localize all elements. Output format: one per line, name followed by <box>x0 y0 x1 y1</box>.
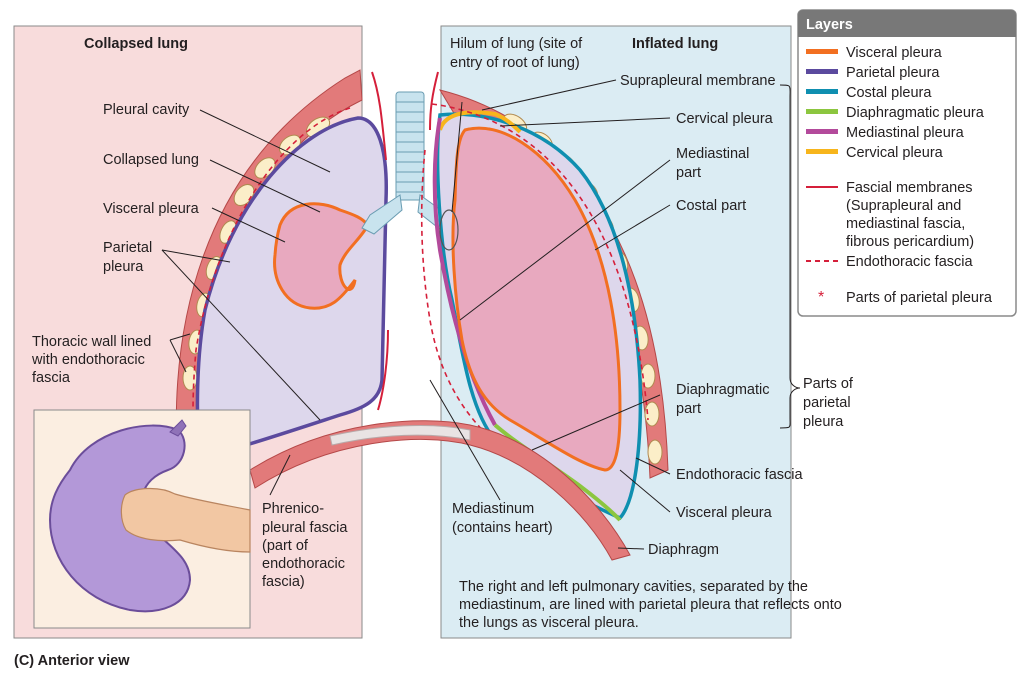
legend-swatch <box>806 129 838 134</box>
legend-fascial-1: Fascial membranes <box>846 180 973 196</box>
legend-fascial-2: (Suprapleural and <box>846 198 961 214</box>
fist <box>120 487 251 553</box>
label-phrenico-4: endothoracic <box>262 556 345 572</box>
inflated-title: Inflated lung <box>632 36 718 52</box>
legend-item-label: Costal pleura <box>846 85 932 101</box>
label-parietal-1: Parietal <box>103 240 152 256</box>
label-parts-1: Parts of <box>803 376 854 392</box>
label-parts-2: parietal <box>803 395 851 411</box>
label-mediastinal-1: Mediastinal <box>676 146 749 162</box>
label-costal-part: Costal part <box>676 198 746 214</box>
legend-parts: Parts of parietal pleura <box>846 290 993 306</box>
legend-item-label: Cervical pleura <box>846 145 944 161</box>
label-parts-3: pleura <box>803 414 844 430</box>
inflated-lung-shape <box>451 126 622 472</box>
label-mediastinal-2: part <box>676 165 701 181</box>
legend-swatch <box>806 49 838 54</box>
collapsed-lung-shape <box>273 202 370 310</box>
balloon-knot <box>169 419 187 437</box>
label-thoracic-2: with endothoracic <box>31 352 145 368</box>
legend-endothoracic: Endothoracic fascia <box>846 254 973 270</box>
legend-item-label: Visceral pleura <box>846 45 943 61</box>
fascial-membranes <box>371 71 439 411</box>
legend-header <box>798 10 1016 37</box>
summary-line-1: The right and left pulmonary cavities, s… <box>459 579 808 595</box>
legend-swatch <box>806 69 838 74</box>
central-tendon <box>329 425 471 446</box>
legend-fascial-3: mediastinal fascia, <box>846 216 965 232</box>
legend-item-label: Diaphragmatic pleura <box>846 105 985 121</box>
label-mediastinum-2: (contains heart) <box>452 520 553 536</box>
legend-fascial-4: fibrous pericardium) <box>846 234 974 250</box>
legend-item-label: Parietal pleura <box>846 65 940 81</box>
legend-title: Layers <box>806 17 853 33</box>
label-diaphragmatic-1: Diaphragmatic <box>676 382 770 398</box>
hilum-ring <box>439 209 459 251</box>
summary-line-2: mediastinum, are lined with parietal ple… <box>459 597 842 613</box>
diaphragm-band <box>249 420 631 561</box>
legend-swatch <box>806 109 838 114</box>
label-thoracic-1: Thoracic wall lined <box>32 334 151 350</box>
collapsed-title: Collapsed lung <box>84 36 188 52</box>
label-mediastinum-1: Mediastinum <box>452 501 534 517</box>
figure-caption: (C) Anterior view <box>14 653 130 669</box>
summary-line-3: the lungs as visceral pleura. <box>459 615 639 631</box>
legend-swatch <box>806 89 838 94</box>
label-endothoracic-fascia: Endothoracic fascia <box>676 467 803 483</box>
label-suprapleural: Suprapleural membrane <box>620 73 776 89</box>
label-parietal-2: pleura <box>103 259 144 275</box>
legend-swatch <box>806 149 838 154</box>
label-phrenico-3: (part of <box>262 538 309 554</box>
legend-item-label: Mediastinal pleura <box>846 125 965 141</box>
leader-lines <box>161 79 801 550</box>
label-visceral-pleura-left: Visceral pleura <box>103 201 200 217</box>
label-thoracic-3: fascia <box>32 370 71 386</box>
label-visceral-pleura-right: Visceral pleura <box>676 505 773 521</box>
label-phrenico-2: pleural fascia <box>262 520 348 536</box>
label-diaphragmatic-2: part <box>676 401 701 417</box>
label-cervical-pleura: Cervical pleura <box>676 111 774 127</box>
label-phrenico-1: Phrenico- <box>262 501 324 517</box>
label-diaphragm: Diaphragm <box>648 542 719 558</box>
label-phrenico-5: fascia) <box>262 574 305 590</box>
label-hilum-1: Hilum of lung (site of <box>450 36 583 52</box>
label-collapsed-lung: Collapsed lung <box>103 152 199 168</box>
label-hilum-2: entry of root of lung) <box>450 55 580 71</box>
legend-parts-marker: * <box>818 289 824 306</box>
label-pleural-cavity: Pleural cavity <box>103 102 190 118</box>
